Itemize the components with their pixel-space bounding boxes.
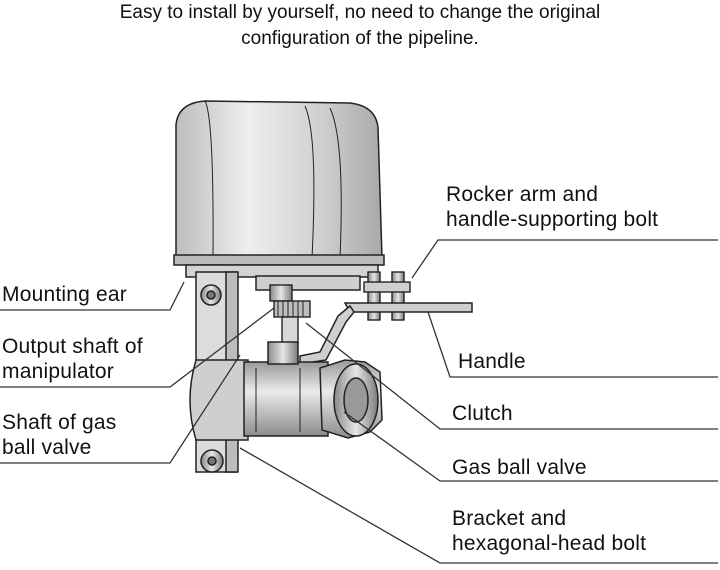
leader-shaft — [0, 354, 241, 464]
label-gas-ball-valve: Gas ball valve — [452, 456, 587, 479]
label-clutch: Clutch — [452, 402, 513, 425]
leader-mounting-ear — [0, 281, 185, 311]
label-mounting-ear: Mounting ear — [2, 283, 127, 306]
label-handle: Handle — [458, 350, 526, 373]
leader-bracket — [239, 447, 718, 564]
label-output-shaft: Output shaft of manipulator — [2, 335, 143, 383]
leader-rocker-arm — [411, 239, 718, 279]
leader-gas-ball-valve — [343, 411, 718, 482]
rocker-arm — [363, 271, 411, 321]
label-rocker-arm: Rocker arm and handle-supporting bolt — [446, 183, 659, 231]
manipulator-cap — [173, 100, 385, 278]
label-shaft-of-gas-ball-valve: Shaft of gas ball valve — [2, 411, 117, 459]
leader-output-shaft — [0, 307, 275, 388]
handle — [299, 302, 473, 365]
leader-lines — [0, 239, 718, 564]
caption-line-2: configuration of the pipeline. — [241, 28, 479, 49]
caption-line-1: Easy to install by yourself, no need to … — [119, 2, 601, 23]
caption: Easy to install by yourself, no need to … — [0, 0, 720, 52]
leader-clutch — [305, 322, 718, 430]
leader-handle — [427, 311, 718, 378]
label-bracket: Bracket and hexagonal-head bolt — [452, 507, 647, 555]
clutch — [269, 284, 311, 346]
gas-ball-valve — [189, 341, 383, 441]
